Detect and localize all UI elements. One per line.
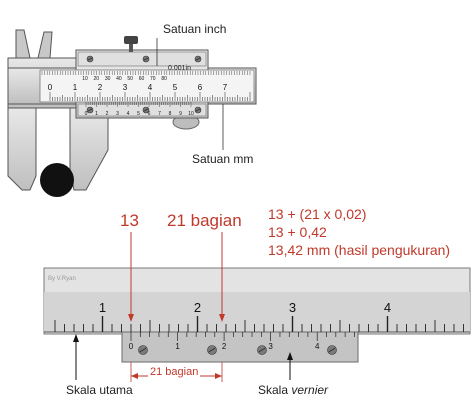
mm-digit: 6 xyxy=(198,83,203,92)
vernier-digit: 6 xyxy=(148,111,151,117)
mm-unit-label: Satuan mm xyxy=(192,152,254,166)
plate-screw-slot xyxy=(258,347,266,353)
vernier-digit: 3 xyxy=(116,111,119,117)
inch-digit: 30 xyxy=(105,76,111,82)
screw-slot xyxy=(87,57,93,61)
plate-screw-slot xyxy=(139,347,147,353)
main-digit: 4 xyxy=(384,300,391,315)
mm-digit: 4 xyxy=(148,83,153,92)
inch-digit: 10 xyxy=(82,76,88,82)
main-scale-bar xyxy=(43,267,471,335)
plate-screw-slot xyxy=(208,347,216,353)
vernier-digit: 0 xyxy=(129,342,134,351)
main-digit: 2 xyxy=(194,300,201,315)
mm-digit: 5 xyxy=(173,83,178,92)
vernier-scale-ticks xyxy=(85,102,192,107)
plate-screw xyxy=(327,345,337,355)
inch-digit: 20 xyxy=(94,76,100,82)
main-digit: 1 xyxy=(99,300,106,315)
vernier-digit: 7 xyxy=(158,111,161,117)
screw-slot xyxy=(195,57,201,61)
lock-screw-knob xyxy=(124,36,138,44)
formula-line-1: 13 + (21 x 0,02) xyxy=(268,206,367,222)
main-mm-scale-digits: 0 1 2 3 4 5 6 7 xyxy=(48,83,228,92)
main-scale-label: Skala utama xyxy=(66,383,133,397)
vernier-digit: 2 xyxy=(222,342,227,351)
mm-digit: 2 xyxy=(98,83,103,92)
inch-digit: 60 xyxy=(139,76,145,82)
vernier-plate-screws xyxy=(138,345,337,355)
vernier-digit: 1 xyxy=(175,342,180,351)
lower-sliding-jaw xyxy=(69,107,109,191)
vernier-scale-label: Skala vernier xyxy=(258,383,328,397)
vernier-ticks xyxy=(130,332,355,341)
vernier-reading-text: 0.001in xyxy=(168,65,191,72)
vernier-plate xyxy=(121,331,359,363)
credit-text: By V.Ryan xyxy=(48,276,76,282)
formula-line-2: 13 + 0,42 xyxy=(268,224,327,240)
reading-parts-label: 21 bagian xyxy=(167,211,242,230)
vernier-digit: 4 xyxy=(127,111,130,117)
vernier-digit: 3 xyxy=(268,342,273,351)
vernier-digit: 10 xyxy=(188,111,194,117)
lower-fixed-jaw xyxy=(7,107,37,191)
vernier-digit: 0 xyxy=(85,111,88,117)
vernier-digit: 5 xyxy=(137,111,140,117)
scale-window xyxy=(39,69,255,103)
inch-digit: 80 xyxy=(161,76,167,82)
formula-line-3: 13,42 mm (hasil pengukuran) xyxy=(268,242,451,258)
main-digit: 3 xyxy=(289,300,296,315)
screw-slot xyxy=(195,108,201,112)
inch-scale-ticks xyxy=(41,71,251,75)
vernier-bottom-plate xyxy=(77,103,207,117)
vernier-label-word: vernier xyxy=(291,383,329,397)
inch-scale-digits: 10 20 30 40 50 60 70 80 xyxy=(82,76,167,82)
plate-screw xyxy=(257,345,267,355)
inch-digit: 40 xyxy=(116,76,122,82)
vernier-digit: 8 xyxy=(169,111,172,117)
inch-digit: 70 xyxy=(150,76,156,82)
screw-slot xyxy=(143,108,149,112)
bracket-label: 21 bagian xyxy=(148,366,201,378)
vernier-digit: 9 xyxy=(179,111,182,117)
mm-digit: 0 xyxy=(48,83,53,92)
main-mm-scale-ticks xyxy=(49,92,251,101)
caliper-illustration: 10 20 30 40 50 60 70 80 0 1 2 3 4 5 6 7 0 1 2 3 4 5 6 7 8 9 10 0… xyxy=(7,29,257,197)
reading-main-label: 13 xyxy=(120,211,139,230)
mm-digit: 3 xyxy=(123,83,128,92)
upper-sliding-jaw xyxy=(37,31,53,59)
vernier-digits: 0 1 2 3 4 xyxy=(129,342,320,351)
vernier-top-plate xyxy=(77,51,207,67)
lock-screw-stem xyxy=(129,44,133,52)
inch-unit-label: Satuan inch xyxy=(163,22,227,36)
main-scale-ticks xyxy=(54,316,464,332)
vernier-scale-digits: 0 1 2 3 4 5 6 7 8 9 10 xyxy=(85,111,194,117)
vernier-digit: 4 xyxy=(315,342,320,351)
upper-fixed-jaw xyxy=(15,29,31,59)
mm-digit: 7 xyxy=(223,83,228,92)
inch-digit: 50 xyxy=(127,76,133,82)
vernier-digit: 1 xyxy=(95,111,98,117)
slider-screws xyxy=(86,55,202,114)
measured-object xyxy=(40,163,74,197)
plate-screw xyxy=(138,345,148,355)
vernier-label-prefix: Skala xyxy=(258,383,292,397)
plate-screw-slot xyxy=(328,347,336,353)
vernier-digit: 2 xyxy=(106,111,109,117)
mm-digit: 1 xyxy=(73,83,78,92)
plate-screw xyxy=(207,345,217,355)
screw-slot xyxy=(87,108,93,112)
main-scale-inner xyxy=(44,292,470,332)
screw-slot xyxy=(143,57,149,61)
